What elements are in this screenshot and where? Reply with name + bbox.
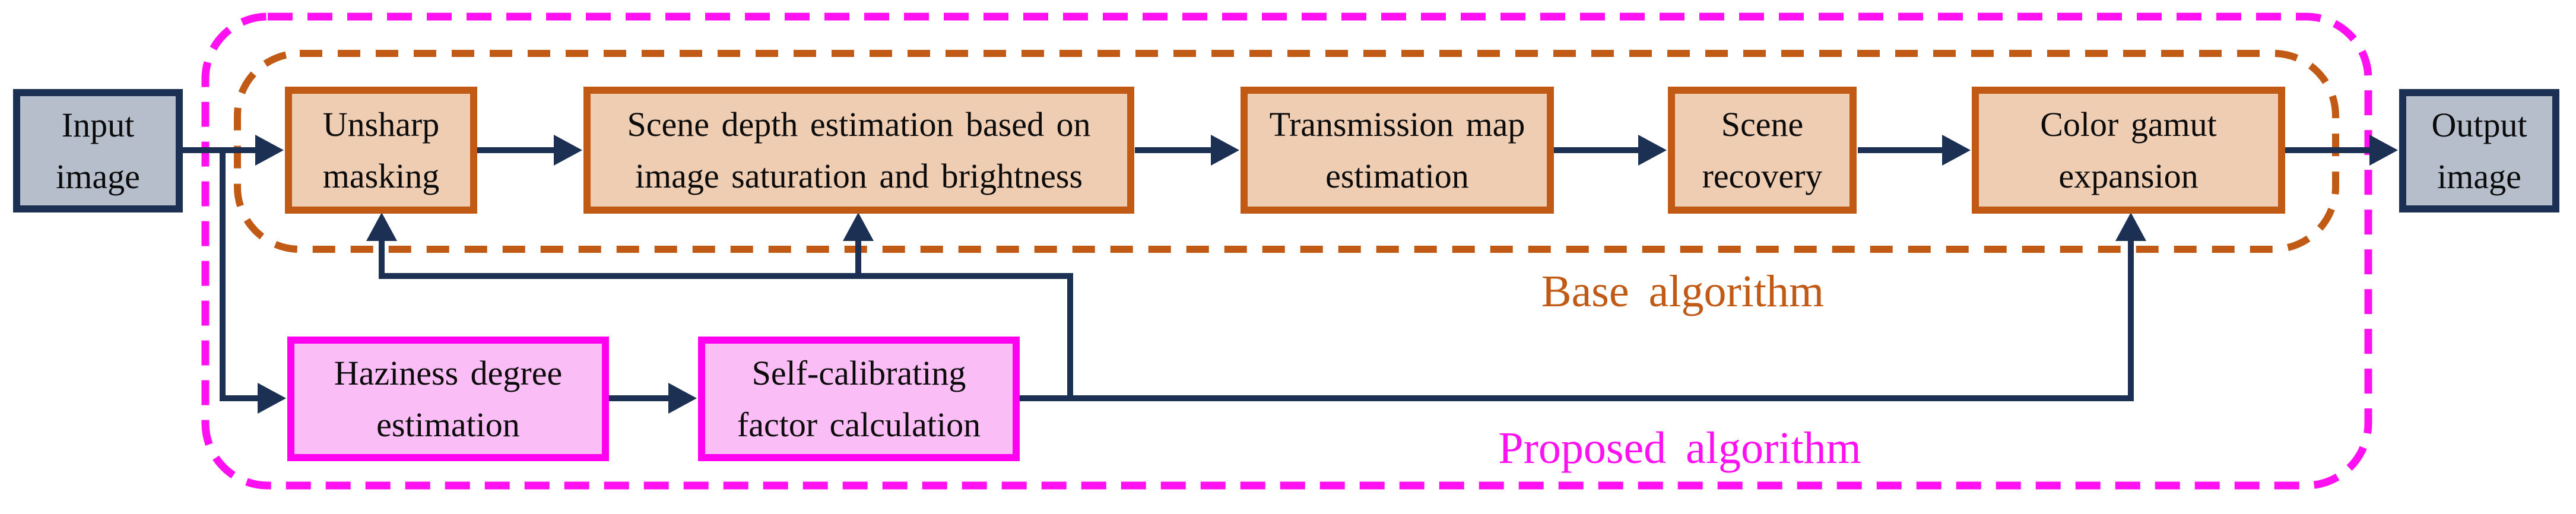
arrowhead-into-haziness xyxy=(258,383,286,414)
color-gamut-expansion-node: Color gamut expansion xyxy=(1972,87,2285,214)
scene-recovery-label: Scene recovery xyxy=(1702,105,1823,195)
arrowhead-up-into-unsharp xyxy=(366,212,397,241)
color-gamut-expansion-label: Color gamut expansion xyxy=(2040,105,2217,195)
haziness-degree-label: Haziness degree estimation xyxy=(334,354,563,444)
edge-self-calibrating-to-color-gamut xyxy=(1019,240,2134,401)
edge-feedback-riser-to-upper-rail xyxy=(379,240,1073,398)
base-algorithm-caption-text: Base algorithm xyxy=(1541,266,1825,316)
arrowhead-into-transmission xyxy=(1211,135,1239,166)
arrowhead-into-color-gamut xyxy=(1942,135,1971,166)
scene-depth-estimation-node: Scene depth estimation based on image sa… xyxy=(583,87,1134,214)
proposed-algorithm-caption-text: Proposed algorithm xyxy=(1498,423,1861,473)
arrowhead-into-output xyxy=(2369,135,2398,166)
arrowhead-up-into-scene-depth xyxy=(843,212,874,241)
output-image-node: Output image xyxy=(2399,89,2559,212)
arrowhead-up-into-color-gamut xyxy=(2115,212,2146,241)
scene-depth-estimation-label: Scene depth estimation based on image sa… xyxy=(627,105,1091,195)
unsharp-masking-label: Unsharp masking xyxy=(322,105,440,195)
self-calibrating-factor-label: Self-calibrating factor calculation xyxy=(737,354,981,444)
arrowhead-into-unsharp xyxy=(255,135,284,166)
unsharp-masking-node: Unsharp masking xyxy=(285,87,477,214)
haziness-degree-node: Haziness degree estimation xyxy=(287,337,609,461)
input-image-label: Input image xyxy=(56,106,140,196)
input-image-node: Input image xyxy=(13,89,183,212)
arrowhead-into-scene-recovery xyxy=(1638,135,1667,166)
transmission-map-label: Transmission map estimation xyxy=(1269,105,1525,195)
transmission-map-node: Transmission map estimation xyxy=(1241,87,1554,214)
output-image-label: Output image xyxy=(2431,106,2527,196)
proposed-algorithm-region-outline xyxy=(201,12,2372,490)
proposed-algorithm-caption: Proposed algorithm xyxy=(1478,423,1882,474)
scene-recovery-node: Scene recovery xyxy=(1668,87,1857,214)
edge-input-branch-to-haziness xyxy=(220,150,260,401)
self-calibrating-factor-node: Self-calibrating factor calculation xyxy=(698,337,1020,461)
arrowhead-into-self-calibrating xyxy=(668,383,697,414)
arrowhead-into-scene-depth xyxy=(554,135,582,166)
base-algorithm-caption: Base algorithm xyxy=(1490,266,1876,318)
